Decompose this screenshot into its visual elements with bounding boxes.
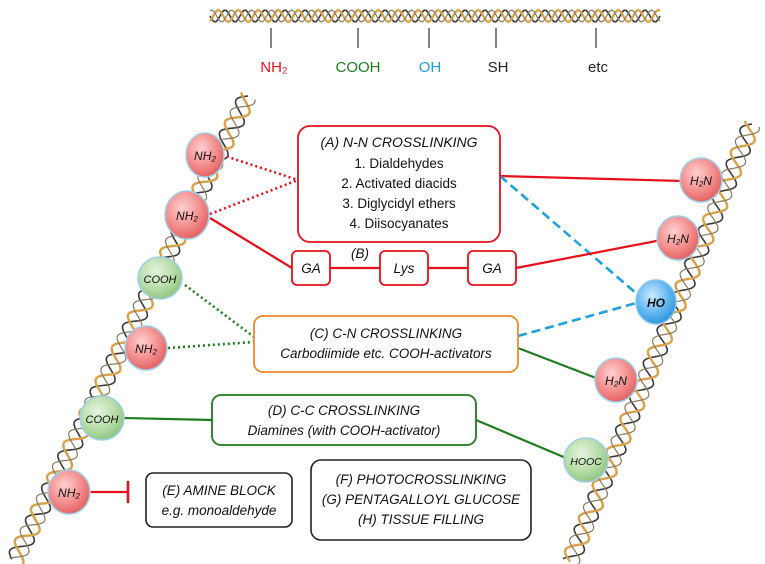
right-node: H₂N bbox=[656, 215, 700, 261]
label-oh: OH bbox=[419, 59, 442, 76]
top-ticks bbox=[270, 28, 597, 48]
box-b-lys: Lys bbox=[394, 261, 415, 276]
box-f-line: (G) PENTAGALLOYL GLUCOSE bbox=[322, 492, 521, 507]
box-a-item: 1. Dialdehydes bbox=[354, 156, 444, 171]
label-sh: SH bbox=[488, 59, 509, 76]
right-node: HOOC bbox=[563, 437, 609, 483]
box-d: (D) C-C CROSSLINKING Diamines (with COOH… bbox=[211, 394, 477, 446]
right-node: H₂N bbox=[679, 157, 723, 203]
svg-text:NH₂: NH₂ bbox=[135, 342, 157, 356]
svg-text:H₂N: H₂N bbox=[667, 232, 689, 246]
box-e-subtitle: e.g. monoaldehyde bbox=[162, 503, 277, 518]
label-cooh: COOH bbox=[336, 59, 381, 76]
box-d-title: (D) C-C CROSSLINKING bbox=[268, 403, 420, 418]
svg-text:NH₂: NH₂ bbox=[58, 486, 80, 500]
left-node: NH₂ bbox=[185, 132, 225, 178]
left-node: COOH bbox=[79, 395, 125, 441]
box-c-subtitle: Carbodiimide etc. COOH-activators bbox=[280, 346, 492, 361]
svg-text:H₂N: H₂N bbox=[690, 174, 712, 188]
svg-text:COOH: COOH bbox=[86, 414, 119, 426]
box-f-line: (H) TISSUE FILLING bbox=[358, 512, 484, 527]
box-d-subtitle: Diamines (with COOH-activator) bbox=[248, 423, 441, 438]
label-etc: etc bbox=[588, 59, 609, 76]
box-a-title: (A) N-N CROSSLINKING bbox=[320, 134, 477, 150]
left-node: COOH bbox=[137, 256, 183, 300]
connections bbox=[90, 153, 683, 503]
box-a-item: 3. Diglycidyl ethers bbox=[342, 196, 456, 211]
top-group-labels: NH₂ COOH OH SH etc bbox=[260, 59, 608, 76]
svg-text:H₂N: H₂N bbox=[605, 374, 627, 388]
box-a-item: 4. Diisocyanates bbox=[349, 216, 448, 231]
box-f-line: (F) PHOTOCROSSLINKING bbox=[336, 472, 507, 487]
svg-text:HO: HO bbox=[647, 296, 666, 310]
svg-text:HOOC: HOOC bbox=[570, 456, 602, 468]
label-nh2: NH₂ bbox=[260, 59, 288, 76]
box-b: (B) GA Lys GA bbox=[291, 246, 517, 286]
box-a-item: 2. Activated diacids bbox=[341, 176, 457, 191]
left-node: NH₂ bbox=[124, 325, 168, 371]
left-node: NH₂ bbox=[47, 469, 91, 515]
box-a: (A) N-N CROSSLINKING 1. Dialdehydes 2. A… bbox=[297, 125, 501, 243]
svg-text:NH₂: NH₂ bbox=[194, 149, 216, 163]
svg-text:NH₂: NH₂ bbox=[176, 209, 198, 223]
svg-text:COOH: COOH bbox=[144, 274, 177, 286]
box-c-title: (C) C-N CROSSLINKING bbox=[310, 326, 462, 341]
top-helix bbox=[209, 8, 661, 24]
box-b-ga-left: GA bbox=[301, 261, 321, 276]
box-e: (E) AMINE BLOCK e.g. monoaldehyde bbox=[145, 472, 293, 528]
right-helix bbox=[562, 120, 761, 564]
box-b-ga-right: GA bbox=[482, 261, 502, 276]
box-e-title: (E) AMINE BLOCK bbox=[162, 483, 277, 498]
right-node: HO bbox=[635, 279, 677, 325]
box-c: (C) C-N CROSSLINKING Carbodiimide etc. C… bbox=[253, 315, 519, 373]
left-node: NH₂ bbox=[164, 190, 210, 240]
box-f: (F) PHOTOCROSSLINKING (G) PENTAGALLOYL G… bbox=[310, 459, 532, 541]
right-node: H₂N bbox=[594, 357, 638, 403]
box-b-label: (B) bbox=[351, 246, 369, 261]
